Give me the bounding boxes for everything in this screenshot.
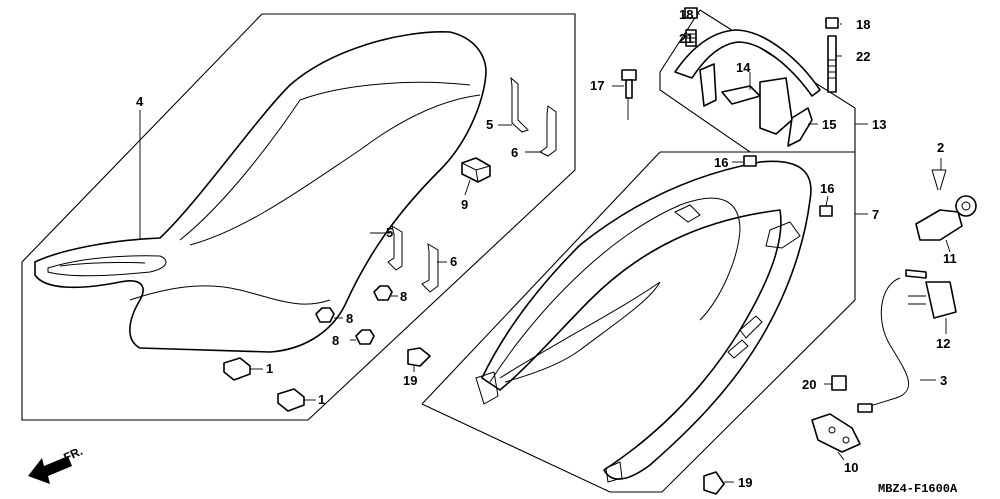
callout-19-b: 19	[738, 475, 752, 490]
seat-cushion-9	[461, 157, 491, 183]
grab-rail-group-outline	[659, 9, 856, 153]
holder-10	[811, 413, 861, 453]
callout-16-a: 16	[714, 155, 728, 170]
clip-2	[931, 169, 947, 191]
callout-8-a: 8	[400, 289, 407, 304]
seat-lock-11	[915, 195, 977, 241]
grommet-16-a	[743, 155, 757, 167]
grab-rail	[674, 29, 821, 147]
bolt-19-a	[407, 347, 431, 367]
seat-lock-cable-3	[857, 269, 927, 413]
nut-8-b	[315, 307, 335, 323]
lock-bracket-12	[908, 281, 957, 319]
callout-11: 11	[943, 251, 957, 266]
seat-bracket-lower	[387, 224, 439, 293]
callout-20: 20	[802, 377, 816, 392]
callout-18-right: 18	[856, 17, 870, 32]
nut-8-c	[355, 329, 375, 345]
callout-3: 3	[940, 373, 947, 388]
seat	[34, 31, 487, 353]
callout-8-c: 8	[332, 333, 339, 348]
rear-cowl	[475, 160, 812, 483]
leader-lines	[139, 13, 951, 483]
bolt-17	[621, 69, 637, 99]
callout-16-b: 16	[820, 181, 834, 196]
callout-10: 10	[844, 460, 858, 475]
callout-14: 14	[736, 60, 751, 75]
callout-13: 13	[872, 117, 886, 132]
front-direction-label: FR.	[61, 444, 84, 465]
callout-1-a: 1	[266, 361, 273, 376]
clip-1-b	[277, 388, 305, 412]
front-direction-arrow: FR.	[28, 444, 85, 484]
grommet-16-b	[819, 205, 833, 217]
cap-18-right	[825, 17, 839, 29]
callout-4: 4	[136, 94, 144, 109]
callout-1-b: 1	[318, 392, 325, 407]
callout-17: 17	[590, 78, 604, 93]
seat-bracket-upper	[510, 76, 557, 157]
nut-8-a	[373, 285, 393, 301]
callout-labels: 4 5 6 9 5 6 8 8 8 1 1 19 18 21 18 22 17 …	[136, 7, 957, 490]
clip-1-a	[223, 357, 251, 381]
callout-19-a: 19	[403, 373, 417, 388]
seat-group-outline	[21, 13, 576, 421]
bolt-20	[831, 375, 847, 391]
callout-2: 2	[937, 140, 944, 155]
callout-18-left: 18	[679, 7, 693, 22]
callout-22: 22	[856, 49, 870, 64]
callout-5-lower: 5	[386, 225, 393, 240]
callout-6-upper: 6	[511, 145, 518, 160]
callout-7: 7	[872, 207, 879, 222]
callout-12: 12	[936, 336, 950, 351]
bolt-19-b	[703, 471, 725, 495]
callout-5-upper: 5	[486, 117, 493, 132]
drawing-code: MBZ4-F1600A	[878, 482, 958, 496]
callout-21: 21	[679, 31, 693, 46]
cap-18-left	[684, 7, 698, 19]
bolt-21	[685, 29, 697, 47]
callout-9: 9	[461, 197, 468, 212]
callout-6-lower: 6	[450, 254, 457, 269]
bolt-22	[827, 35, 837, 93]
callout-8-b: 8	[346, 311, 353, 326]
callout-15: 15	[822, 117, 836, 132]
